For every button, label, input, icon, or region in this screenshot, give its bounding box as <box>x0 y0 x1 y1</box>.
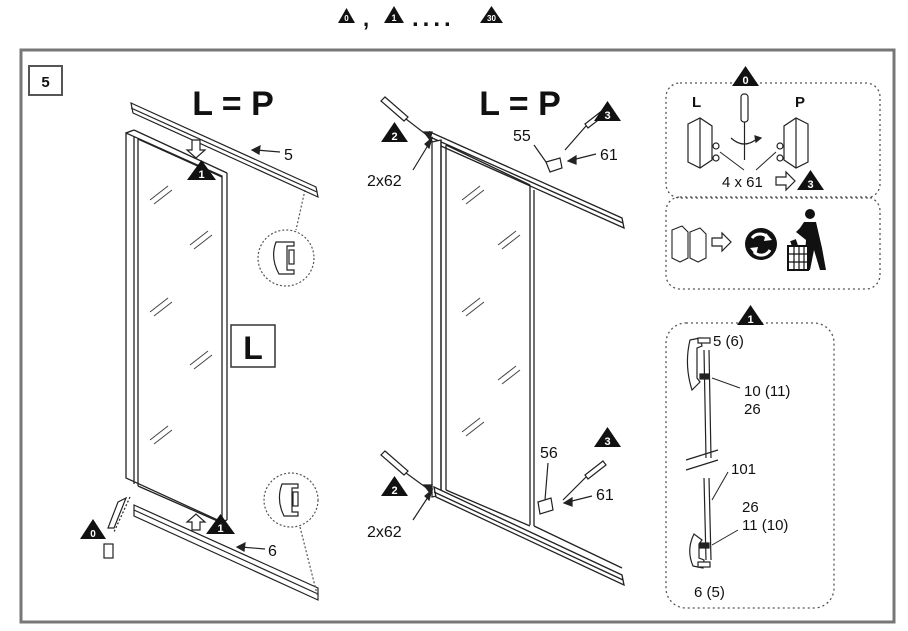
part-label-61-top: 61 <box>600 147 618 164</box>
detail-0-right-label: P <box>795 94 805 111</box>
detail-0-leaders <box>719 151 777 171</box>
svg-text:1: 1 <box>747 314 753 326</box>
door-assembly-middle <box>429 130 625 587</box>
detail-1-label-3: 101 <box>731 461 756 478</box>
outer-frame <box>19 48 896 624</box>
detail-0-frame <box>665 82 881 199</box>
detail-0-badge-ref: 3 <box>797 170 824 191</box>
arrow-down-top-rail <box>185 139 207 159</box>
svg-text:5: 5 <box>41 74 49 91</box>
svg-text:1: 1 <box>198 169 204 181</box>
trash-bin-icon <box>787 209 826 271</box>
detail-1-label-6: 6 (5) <box>694 584 725 601</box>
badge-2-top: 2 <box>381 122 408 143</box>
fitting-56 <box>537 497 554 515</box>
bracket-right <box>776 117 809 169</box>
arrow-right-icon <box>775 170 796 192</box>
screwdriver-icon <box>562 460 607 501</box>
detail-1-label-2: 26 <box>744 401 761 418</box>
detail-1-label-4: 26 <box>742 499 759 516</box>
header-triangle-30: 30 <box>480 6 503 23</box>
detail-1-label-1: 10 (11) <box>744 383 790 400</box>
profile-callout-bottom <box>263 472 319 599</box>
svg-text:0: 0 <box>344 14 349 23</box>
bottom-rail <box>133 504 319 601</box>
part-label-55: 55 <box>513 128 531 145</box>
detail-1-badge: 1 <box>737 305 764 326</box>
svg-text:0: 0 <box>742 75 748 87</box>
badge-2-bottom: 2 <box>381 476 408 497</box>
header-triangle-0: 0 <box>338 8 355 23</box>
door-panel-left <box>125 129 228 524</box>
detail-1-frame <box>665 322 835 609</box>
leader-61-top <box>566 153 597 165</box>
step-number-box: 5 <box>28 65 63 96</box>
svg-text:3: 3 <box>604 110 610 122</box>
badge-1-top: 1 <box>187 160 216 181</box>
qty-label-top: 2x62 <box>367 173 402 190</box>
detail-1-leaders <box>711 377 741 546</box>
fitting-55 <box>545 157 563 173</box>
svg-text:0: 0 <box>90 529 96 540</box>
leader-part-6 <box>235 541 266 552</box>
badge-3-top: 3 <box>594 101 621 122</box>
top-rail <box>130 101 319 199</box>
arrow-right-icon <box>711 231 732 253</box>
screwdriver-icon <box>730 93 763 160</box>
detail-1-label-5: 11 (10) <box>742 517 788 534</box>
glass-reflections-left <box>149 185 213 445</box>
detail-0-badge: 0 <box>732 66 759 87</box>
svg-text:3: 3 <box>807 179 813 191</box>
part-label-61-bottom: 61 <box>596 487 614 504</box>
leader-part-5 <box>250 144 281 155</box>
bracket-pair-small <box>671 225 707 263</box>
badge-0-clip: 0 <box>80 519 106 540</box>
glass-reflections-middle <box>461 185 521 437</box>
badge-1-bottom: 1 <box>206 514 235 535</box>
bracket-left <box>687 117 720 169</box>
svg-text:1: 1 <box>391 13 396 23</box>
detail-0b-frame <box>665 196 881 290</box>
middle-formula: L = P <box>479 85 561 123</box>
svg-text:L: L <box>243 330 263 366</box>
svg-text:2: 2 <box>391 485 397 497</box>
header-comma: , <box>363 6 369 31</box>
qty-label-bottom: 2x62 <box>367 524 402 541</box>
screwdriver-icon <box>380 96 433 142</box>
clip-detail <box>103 496 131 559</box>
leader-61-bottom <box>562 495 593 507</box>
header-triangle-1: 1 <box>384 6 404 23</box>
recycle-icon <box>745 228 777 260</box>
leader-2x62-bottom <box>412 488 434 521</box>
part-label-5: 5 <box>284 147 293 164</box>
rail-cross-section <box>685 337 719 569</box>
header-dots: .... <box>412 5 455 32</box>
part-label-6: 6 <box>268 543 277 560</box>
detail-0-left-label: L <box>692 94 701 111</box>
arrow-up-bottom-rail <box>185 513 207 531</box>
profile-callout-top <box>257 189 315 287</box>
leader-2x62-top <box>412 136 434 171</box>
svg-text:1: 1 <box>217 523 223 535</box>
svg-text:3: 3 <box>604 436 610 448</box>
left-formula: L = P <box>192 85 274 123</box>
detail-0-qty-label: 4 x 61 <box>722 174 763 191</box>
side-label-box: L <box>230 324 276 368</box>
header-sequence: 0 , 1 .... 30 <box>338 5 503 32</box>
svg-text:2: 2 <box>391 131 397 143</box>
badge-3-bottom: 3 <box>594 427 621 448</box>
detail-1-label-0: 5 (6) <box>713 333 744 350</box>
svg-text:30: 30 <box>487 14 496 23</box>
part-label-56: 56 <box>540 445 558 462</box>
